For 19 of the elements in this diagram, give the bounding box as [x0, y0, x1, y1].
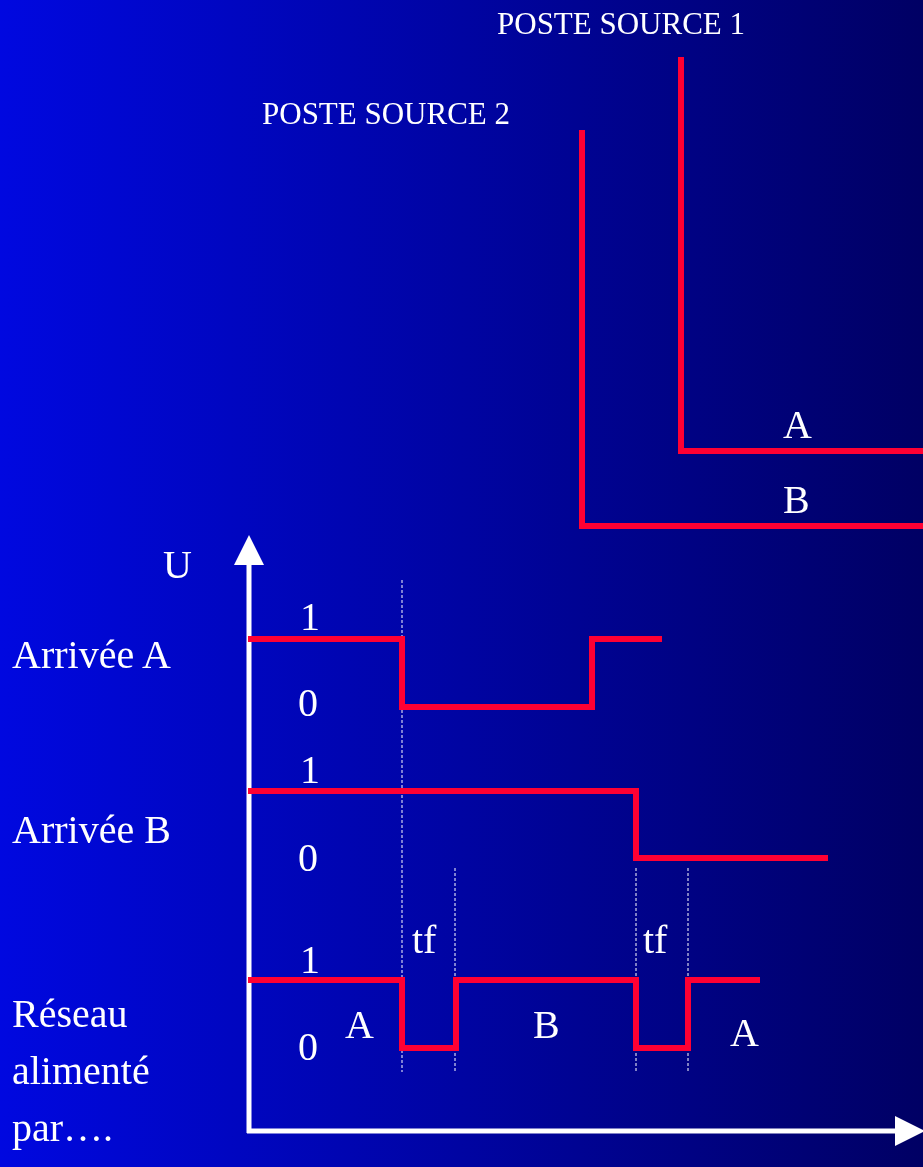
- source-label: A: [730, 1013, 759, 1053]
- time-label: tf: [643, 920, 668, 960]
- feeder-label: A: [783, 405, 812, 445]
- station-label: POSTE SOURCE 1: [497, 8, 746, 39]
- axis-label: U: [163, 545, 192, 585]
- source-label: A: [345, 1005, 374, 1045]
- level-label: 1: [300, 597, 320, 637]
- level-label: 1: [300, 940, 320, 980]
- level-label: 0: [298, 683, 318, 723]
- signal-label: Arrivée A: [12, 635, 171, 675]
- feeder-label: B: [783, 480, 810, 520]
- time-label: tf: [412, 920, 437, 960]
- source-label: B: [533, 1005, 560, 1045]
- station-label: POSTE SOURCE 2: [262, 98, 511, 129]
- level-label: 0: [298, 838, 318, 878]
- level-label: 0: [298, 1027, 318, 1067]
- signal-label: Réseau alimenté par….: [12, 990, 151, 1153]
- level-label: 1: [300, 750, 320, 790]
- signal-label: Arrivée B: [12, 810, 171, 850]
